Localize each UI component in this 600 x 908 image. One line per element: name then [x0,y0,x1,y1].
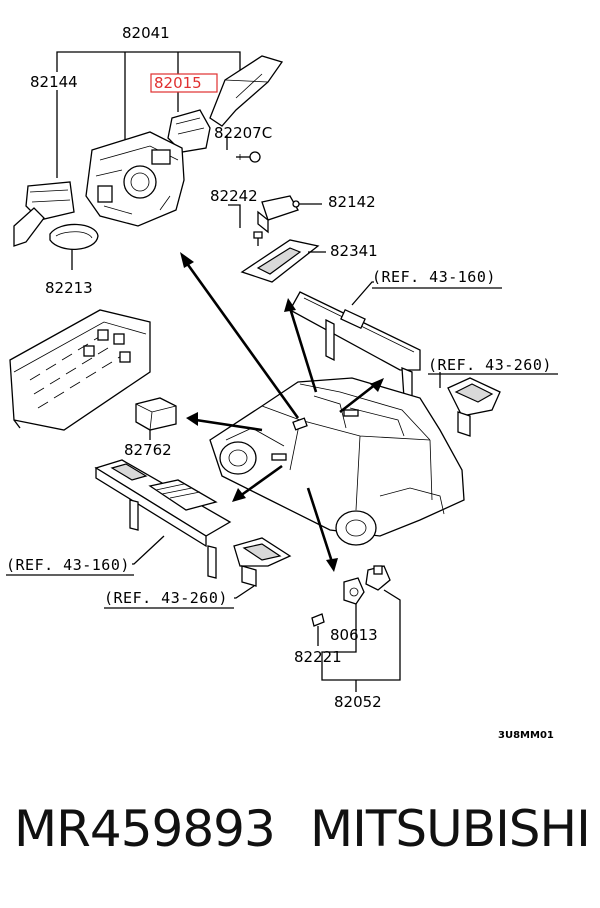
label-82213: 82213 [45,279,93,297]
label-80613: 80613 [330,626,378,644]
ref-label-3: (REF. 43-160) [6,556,130,574]
window-switch-panel-lower [94,459,232,579]
brand-name: MITSUBISHI [310,800,591,858]
relay-box [9,309,151,431]
label-82144: 82144 [30,73,78,91]
ref-label-4: (REF. 43-260) [104,589,228,607]
vehicle-outline [209,377,465,546]
label-82341: 82341 [330,242,378,260]
footer: MR459893 MITSUBISHI [0,800,600,880]
label-82142: 82142 [328,193,376,211]
label-82207c: 82207C [214,124,272,142]
label-82762: 82762 [124,441,172,459]
highlight-box-82015 [150,73,218,93]
label-82242: 82242 [210,187,258,205]
door-switch-group [311,565,401,692]
ref-label-1: (REF. 43-160) [372,268,496,286]
window-switch-lower [233,537,292,599]
combination-switch-assembly [13,55,284,251]
relay-82762 [135,397,177,440]
ref-label-2: (REF. 43-260) [428,356,552,374]
locator-arrows [180,252,384,572]
label-82221: 82221 [294,648,342,666]
leader-lines-82041 [56,51,241,270]
label-82052: 82052 [334,693,382,711]
diagram-code: 3U8MM01 [498,730,554,741]
parts-diagram: 82041 82144 82015 82207C 82242 82142 823… [6,24,558,741]
label-82015: 82015 [154,74,202,92]
sensor-bracket-group [228,195,326,283]
window-switch-panel-upper [289,281,421,401]
label-82041: 82041 [122,24,170,42]
window-switch-right [439,372,501,437]
part-number: MR459893 [14,800,276,858]
screw-82207c [236,151,261,163]
